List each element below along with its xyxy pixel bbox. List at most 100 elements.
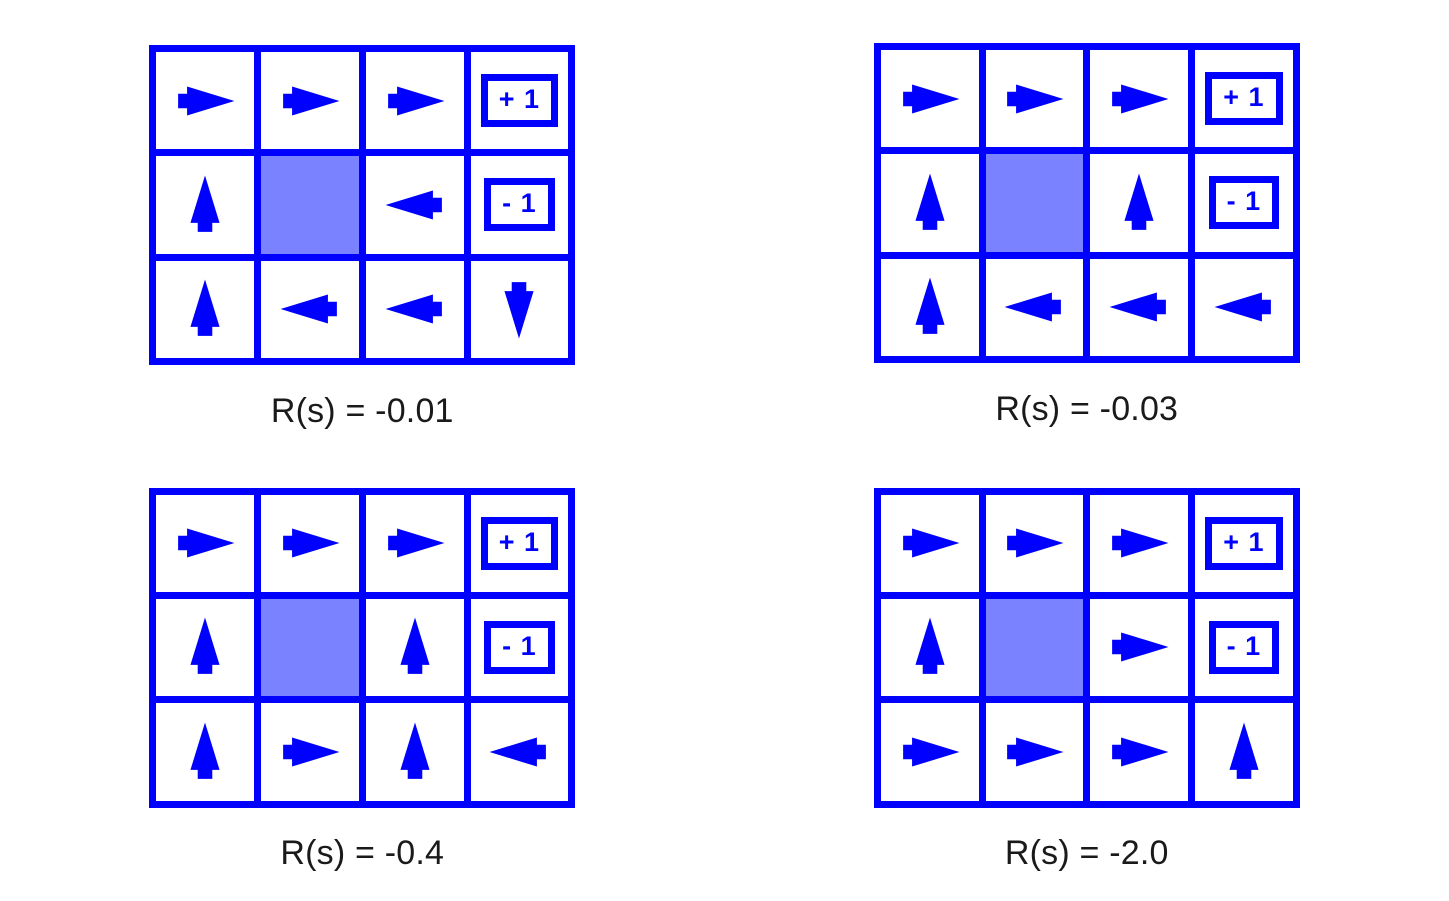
policy-cell[interactable]: [880, 258, 979, 356]
policy-cell[interactable]: [1090, 494, 1188, 592]
policy-cell[interactable]: [365, 598, 464, 697]
arrow-right-icon: [1107, 726, 1171, 778]
panel-bottom-left: + 1 - 1 R(s) = -0.4: [0, 451, 725, 901]
arrow-right-icon: [1002, 726, 1066, 778]
arrow-up-icon: [179, 277, 231, 341]
policy-cell[interactable]: [1090, 50, 1188, 148]
policy-cell[interactable]: [880, 50, 979, 148]
arrow-up-icon: [389, 720, 441, 784]
policy-cell[interactable]: [1090, 154, 1188, 252]
wall-cell: [261, 598, 359, 697]
arrow-up-icon: [904, 171, 956, 235]
policy-cell[interactable]: [1195, 258, 1293, 356]
arrow-right-icon: [1107, 621, 1171, 673]
policy-cell[interactable]: [261, 703, 359, 801]
arrow-up-icon: [1113, 171, 1165, 235]
panel-caption: R(s) = -0.01: [270, 392, 454, 430]
arrow-right-icon: [1107, 73, 1171, 125]
terminal-cell[interactable]: - 1: [470, 598, 569, 697]
arrow-left-icon: [1002, 281, 1066, 333]
terminal-cell[interactable]: + 1: [470, 52, 569, 150]
arrow-down-icon: [493, 277, 545, 341]
terminal-cell[interactable]: + 1: [1195, 50, 1293, 148]
policy-cell[interactable]: [470, 260, 569, 358]
policy-cell[interactable]: [1090, 703, 1188, 801]
policy-cell[interactable]: [985, 258, 1084, 356]
policy-cell[interactable]: [880, 154, 979, 252]
arrow-right-icon: [383, 517, 447, 569]
terminal-cell[interactable]: + 1: [1195, 494, 1293, 592]
policy-cell[interactable]: [1090, 598, 1188, 697]
policy-grid: + 1 - 1: [149, 45, 576, 365]
arrow-right-icon: [383, 75, 447, 127]
policy-cell[interactable]: [365, 494, 464, 592]
panel-top-right: + 1 - 1 R(s) = -0.03: [725, 0, 1449, 451]
wall-cell: [985, 154, 1084, 252]
policy-cell[interactable]: [880, 494, 979, 592]
arrow-right-icon: [1107, 517, 1171, 569]
arrow-up-icon: [179, 615, 231, 679]
policy-grid: + 1 - 1: [149, 487, 576, 808]
policy-cell[interactable]: [261, 494, 359, 592]
arrow-up-icon: [904, 275, 956, 339]
policy-cell[interactable]: [365, 156, 464, 254]
policy-cell[interactable]: [261, 260, 359, 358]
policy-grid: + 1 - 1: [873, 43, 1300, 363]
terminal-cell[interactable]: + 1: [470, 494, 569, 592]
terminal-badge-negative: - 1: [484, 178, 555, 232]
arrow-right-icon: [898, 73, 962, 125]
policy-cell[interactable]: [1090, 258, 1188, 356]
policy-cell[interactable]: [156, 598, 254, 697]
panel-caption: R(s) = -0.4: [280, 833, 445, 872]
arrow-right-icon: [898, 726, 962, 778]
policy-cell[interactable]: [470, 703, 569, 801]
arrow-right-icon: [173, 75, 237, 127]
policy-cell[interactable]: [880, 703, 979, 801]
terminal-cell[interactable]: - 1: [1195, 598, 1293, 697]
terminal-badge-positive: + 1: [1205, 72, 1283, 126]
policy-grid: + 1 - 1: [873, 487, 1300, 808]
arrow-left-icon: [1107, 281, 1171, 333]
terminal-badge-negative: - 1: [1208, 620, 1280, 674]
arrow-left-icon: [383, 283, 447, 335]
panel-top-left: + 1 - 1 R(s) = -0.01: [0, 0, 725, 451]
arrow-up-icon: [179, 173, 231, 237]
terminal-badge-positive: + 1: [480, 74, 559, 128]
policy-cell[interactable]: [365, 52, 464, 150]
terminal-cell[interactable]: - 1: [470, 156, 569, 254]
arrow-left-icon: [487, 726, 551, 778]
arrow-right-icon: [278, 75, 342, 127]
terminal-badge-positive: + 1: [1205, 516, 1283, 570]
arrow-right-icon: [1002, 73, 1066, 125]
policy-cell[interactable]: [1195, 703, 1293, 801]
arrow-left-icon: [1212, 281, 1276, 333]
terminal-badge-negative: - 1: [484, 620, 555, 674]
wall-cell: [985, 598, 1084, 697]
wall-cell: [261, 156, 359, 254]
terminal-badge-negative: - 1: [1208, 176, 1280, 230]
policy-cell[interactable]: [156, 703, 254, 801]
arrow-up-icon: [904, 615, 956, 679]
arrow-right-icon: [173, 517, 237, 569]
terminal-badge-positive: + 1: [480, 516, 559, 570]
arrow-left-icon: [383, 179, 447, 231]
arrow-right-icon: [278, 726, 342, 778]
policy-cell[interactable]: [156, 52, 254, 150]
policy-cell[interactable]: [261, 52, 359, 150]
policy-cell[interactable]: [365, 260, 464, 358]
policy-cell[interactable]: [156, 260, 254, 358]
policy-cell[interactable]: [156, 494, 254, 592]
panel-caption: R(s) = -0.03: [995, 390, 1179, 428]
policy-cell[interactable]: [156, 156, 254, 254]
arrow-up-icon: [389, 615, 441, 679]
arrow-right-icon: [278, 517, 342, 569]
terminal-cell[interactable]: - 1: [1195, 154, 1293, 252]
arrow-up-icon: [1218, 720, 1270, 784]
policy-cell[interactable]: [985, 703, 1084, 801]
policy-cell[interactable]: [985, 494, 1084, 592]
arrow-left-icon: [278, 283, 342, 335]
policy-cell[interactable]: [880, 598, 979, 697]
policy-cell[interactable]: [985, 50, 1084, 148]
policy-cell[interactable]: [365, 703, 464, 801]
